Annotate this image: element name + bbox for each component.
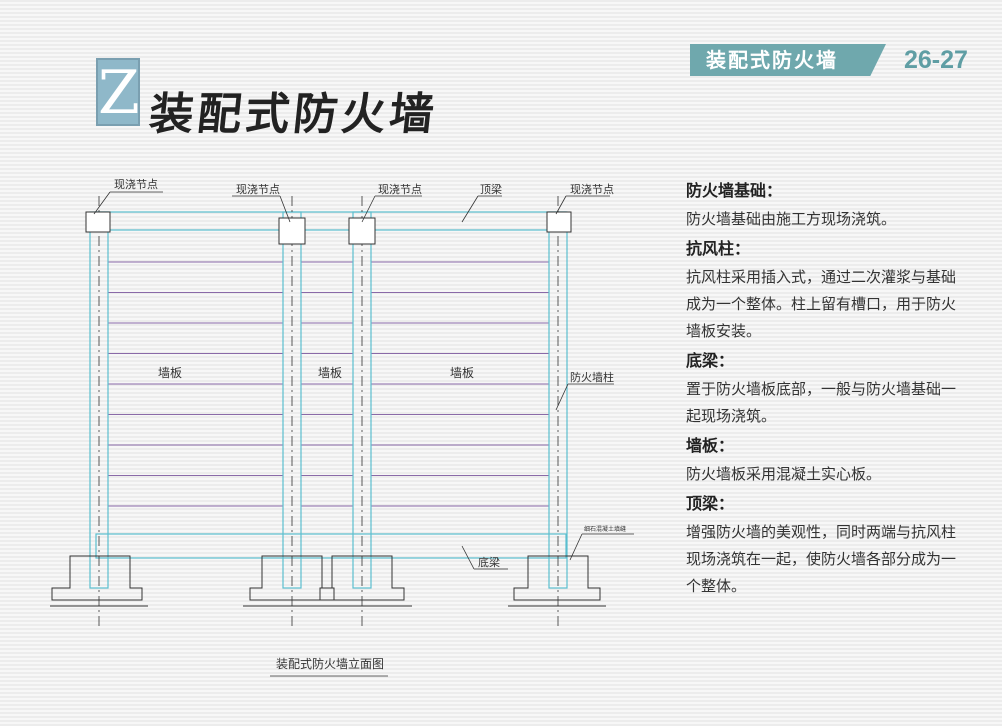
bottom-beam xyxy=(95,533,567,559)
section-body: 增强防火墙的美观性，同时两端与抗风柱现场浇筑在一起，使防火墙各部分成为一个整体。 xyxy=(686,523,957,595)
section-heading: 抗风柱： xyxy=(686,239,751,258)
label-cast-node-4: 现浇节点 xyxy=(570,183,614,196)
label-cast-node-3: 现浇节点 xyxy=(378,183,422,196)
section-body: 抗风柱采用插入式，通过二次灌浆与基础成为一个整体。柱上留有槽口，用于防火墙板安装… xyxy=(686,268,957,340)
section-body: 防火墙板采用混凝土实心板。 xyxy=(686,465,882,483)
section-heading: 顶梁： xyxy=(686,494,735,513)
label-cast-node-1: 现浇节点 xyxy=(114,178,158,191)
chapter-letter-badge: Z xyxy=(96,58,140,128)
foundations xyxy=(50,555,606,607)
description-panel: 防火墙基础： 防火墙基础由施工方现场浇筑。抗风柱： 抗风柱采用插入式，通过二次灌浆与… xyxy=(686,180,966,605)
top-beam xyxy=(95,211,567,231)
page-number: 26-27 xyxy=(904,46,968,74)
column-2 xyxy=(282,196,302,630)
drawing-caption: 装配式防火墙立面图 xyxy=(276,656,384,671)
label-bottom-beam: 底梁 xyxy=(478,555,500,569)
section-heading: 底梁： xyxy=(686,351,735,370)
section-tab: 装配式防火墙 xyxy=(690,44,886,76)
label-firewall-column: 防火墙柱 xyxy=(570,370,614,384)
label-wall-panel-1: 墙板 xyxy=(158,366,182,380)
column-3 xyxy=(352,196,372,630)
column-4 xyxy=(548,196,568,630)
label-cast-node-2: 现浇节点 xyxy=(236,183,280,196)
label-top-beam: 顶梁 xyxy=(480,182,502,196)
section-body: 置于防火墙板底部，一般与防火墙基础一起现场浇筑。 xyxy=(686,380,957,425)
wall-panel-lines xyxy=(108,261,549,507)
section-heading: 防火墙基础： xyxy=(686,181,783,200)
section-body: 防火墙基础由施工方现场浇筑。 xyxy=(686,210,897,228)
leader-lines xyxy=(93,191,634,677)
label-wall-panel-2: 墙板 xyxy=(318,366,342,380)
cast-node-markers xyxy=(85,211,572,245)
section-heading: 墙板： xyxy=(686,436,735,455)
label-wall-panel-3: 墙板 xyxy=(450,366,474,380)
column-1 xyxy=(89,196,109,630)
label-foundation-note: 细石混凝土填缝 xyxy=(584,525,626,533)
